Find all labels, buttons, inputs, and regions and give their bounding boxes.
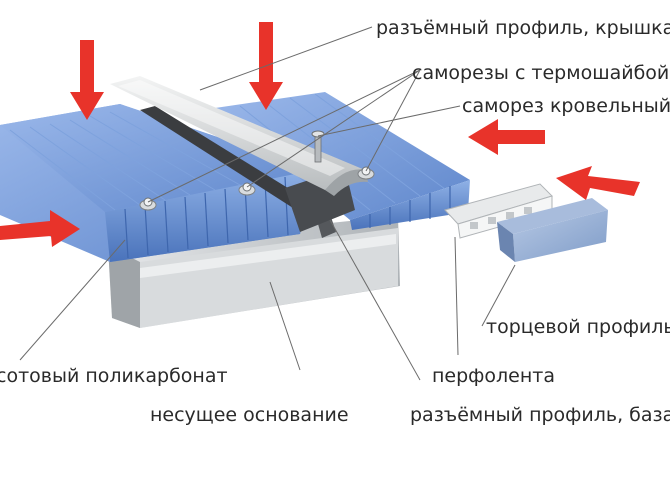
label-base-profile: разъёмный профиль, база	[410, 404, 670, 426]
down-arrow-icon	[70, 40, 104, 120]
label-cellular-polycarbonate: сотовый поликарбонат	[0, 365, 228, 387]
end-profile-piece	[497, 198, 608, 262]
right-polycarbonate-panel	[215, 92, 470, 230]
thermo-screw-right	[357, 166, 375, 180]
label-support-base: несущее основание	[150, 404, 349, 426]
label-perforated-tape: перфолента	[432, 365, 555, 387]
label-end-profile: торцевой профиль	[486, 316, 670, 338]
label-cover-profile: разъёмный профиль, крышка	[376, 17, 670, 39]
label-roof-screw: саморез кровельный	[462, 95, 670, 117]
left-arrow-icon	[556, 166, 640, 200]
perforated-tape-piece	[444, 183, 553, 239]
label-thermo-screws: саморезы с термошайбой	[412, 62, 669, 84]
cover-profile	[110, 76, 368, 196]
left-arrow-icon	[468, 119, 545, 155]
right-arrow-icon	[0, 210, 80, 247]
leader-lines	[19, 26, 516, 381]
